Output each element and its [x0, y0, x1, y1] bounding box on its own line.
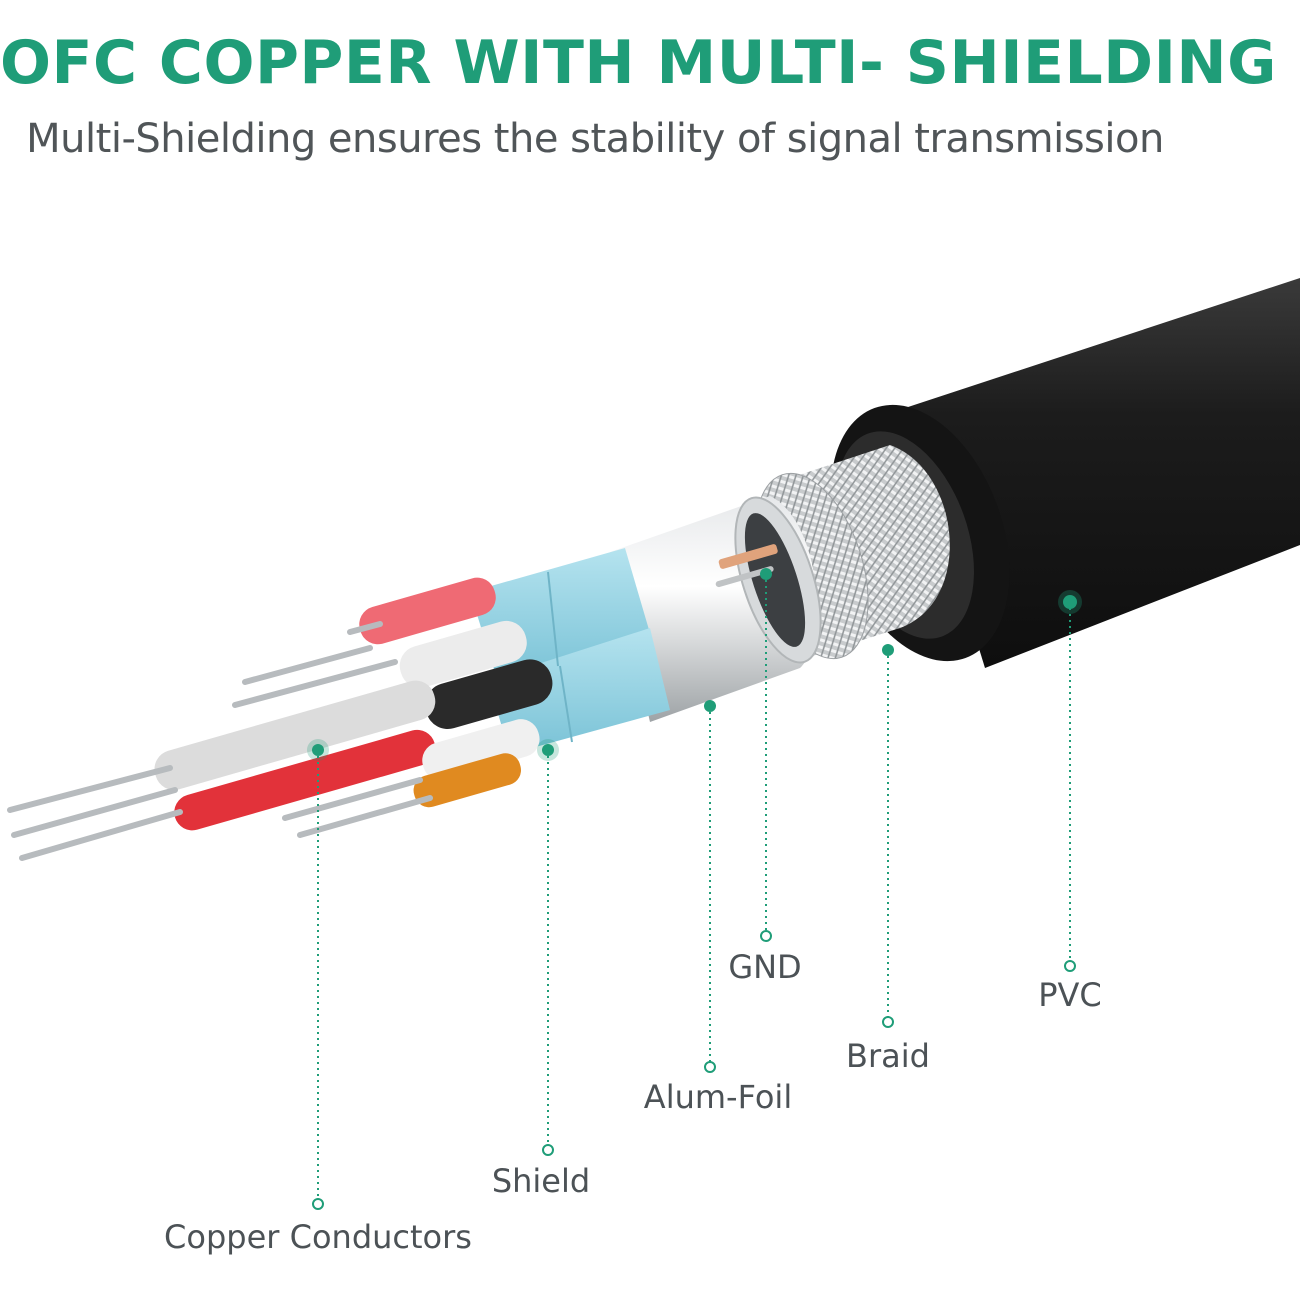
copper-strands: [7, 621, 433, 861]
label-alum-foil: Alum-Foil: [643, 1078, 793, 1116]
callout-dot-braid: [882, 644, 894, 656]
label-pvc: PVC: [1038, 976, 1102, 1014]
page-title: OFC COPPER WITH MULTI- SHIELDING: [0, 28, 1277, 98]
label-braid: Braid: [846, 1037, 930, 1075]
callout-end-rings: [312, 930, 1076, 1210]
label-gnd: GND: [728, 948, 802, 986]
callout-dots: [307, 568, 1082, 761]
callout-dot-gnd: [760, 568, 772, 580]
insulated-wires: [154, 577, 553, 831]
label-copper-conductors: Copper Conductors: [164, 1218, 472, 1256]
callout-lines: [317, 574, 1071, 1200]
label-shield: Shield: [491, 1162, 591, 1200]
callout-dot-foil: [704, 700, 716, 712]
page-subtitle: Multi-Shielding ensures the stability of…: [26, 116, 1164, 162]
